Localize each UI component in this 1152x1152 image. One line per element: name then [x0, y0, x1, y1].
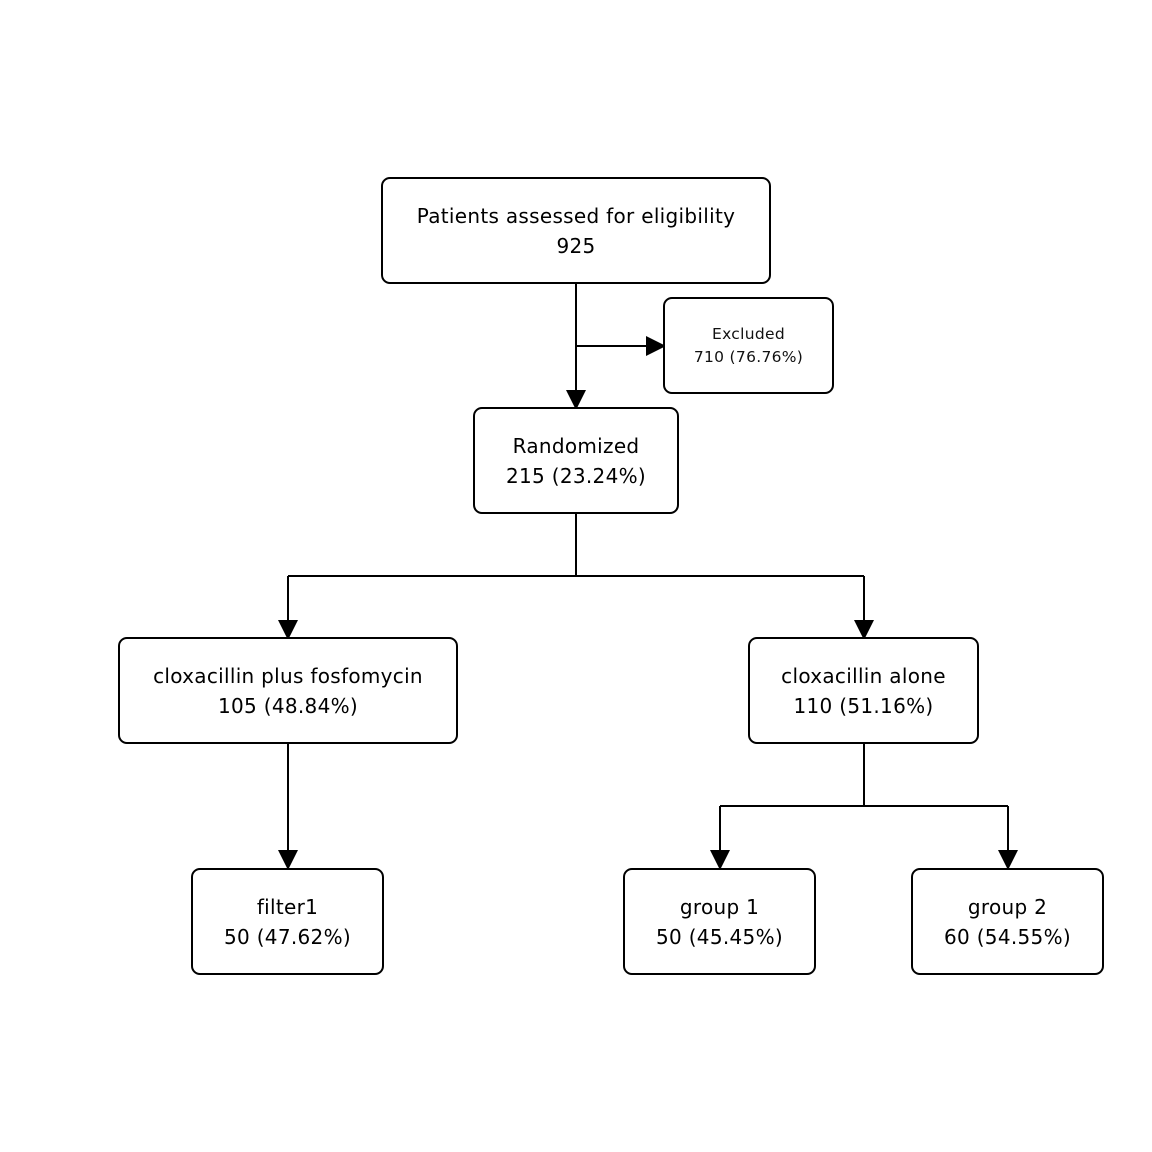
- node-arm-a-label: cloxacillin plus fosfomycin: [153, 663, 423, 688]
- node-filter1-label: filter1: [256, 894, 319, 919]
- node-randomized-label: Randomized: [512, 433, 640, 458]
- node-arm-b-value: 110 (51.16%): [793, 693, 934, 718]
- node-group1-label: group 1: [679, 894, 760, 919]
- node-filter1-value: 50 (47.62%): [224, 924, 351, 949]
- node-arm-a-value: 105 (48.84%): [218, 693, 358, 718]
- arrowhead-filter1: [278, 850, 298, 870]
- node-group1: group 1 50 (45.45%): [623, 868, 816, 975]
- node-arm-b-label: cloxacillin alone: [781, 663, 946, 688]
- node-assessed-value: 925: [556, 233, 596, 258]
- arrowhead-arm-a: [278, 620, 298, 640]
- node-group2: group 2 60 (54.55%): [911, 868, 1104, 975]
- node-randomized-value: 215 (23.24%): [506, 463, 646, 488]
- node-group2-label: group 2: [967, 894, 1048, 919]
- node-excluded: Excluded 710 (76.76%): [663, 297, 834, 394]
- node-assessed: Patients assessed for eligibility 925: [381, 177, 771, 284]
- node-assessed-label: Patients assessed for eligibility: [416, 203, 736, 228]
- arrowhead-group2: [998, 850, 1018, 870]
- node-filter1: filter1 50 (47.62%): [191, 868, 384, 975]
- node-arm-a: cloxacillin plus fosfomycin 105 (48.84%): [118, 637, 458, 744]
- arrowhead-group1: [710, 850, 730, 870]
- arrowhead-arm-b: [854, 620, 874, 640]
- node-group2-value: 60 (54.55%): [944, 924, 1071, 949]
- node-group1-value: 50 (45.45%): [656, 924, 783, 949]
- arrowhead-excluded: [646, 336, 666, 356]
- node-randomized: Randomized 215 (23.24%): [473, 407, 679, 514]
- arrowhead-randomized: [566, 390, 586, 410]
- node-excluded-value: 710 (76.76%): [693, 347, 804, 366]
- node-arm-b: cloxacillin alone 110 (51.16%): [748, 637, 979, 744]
- node-excluded-label: Excluded: [712, 324, 785, 343]
